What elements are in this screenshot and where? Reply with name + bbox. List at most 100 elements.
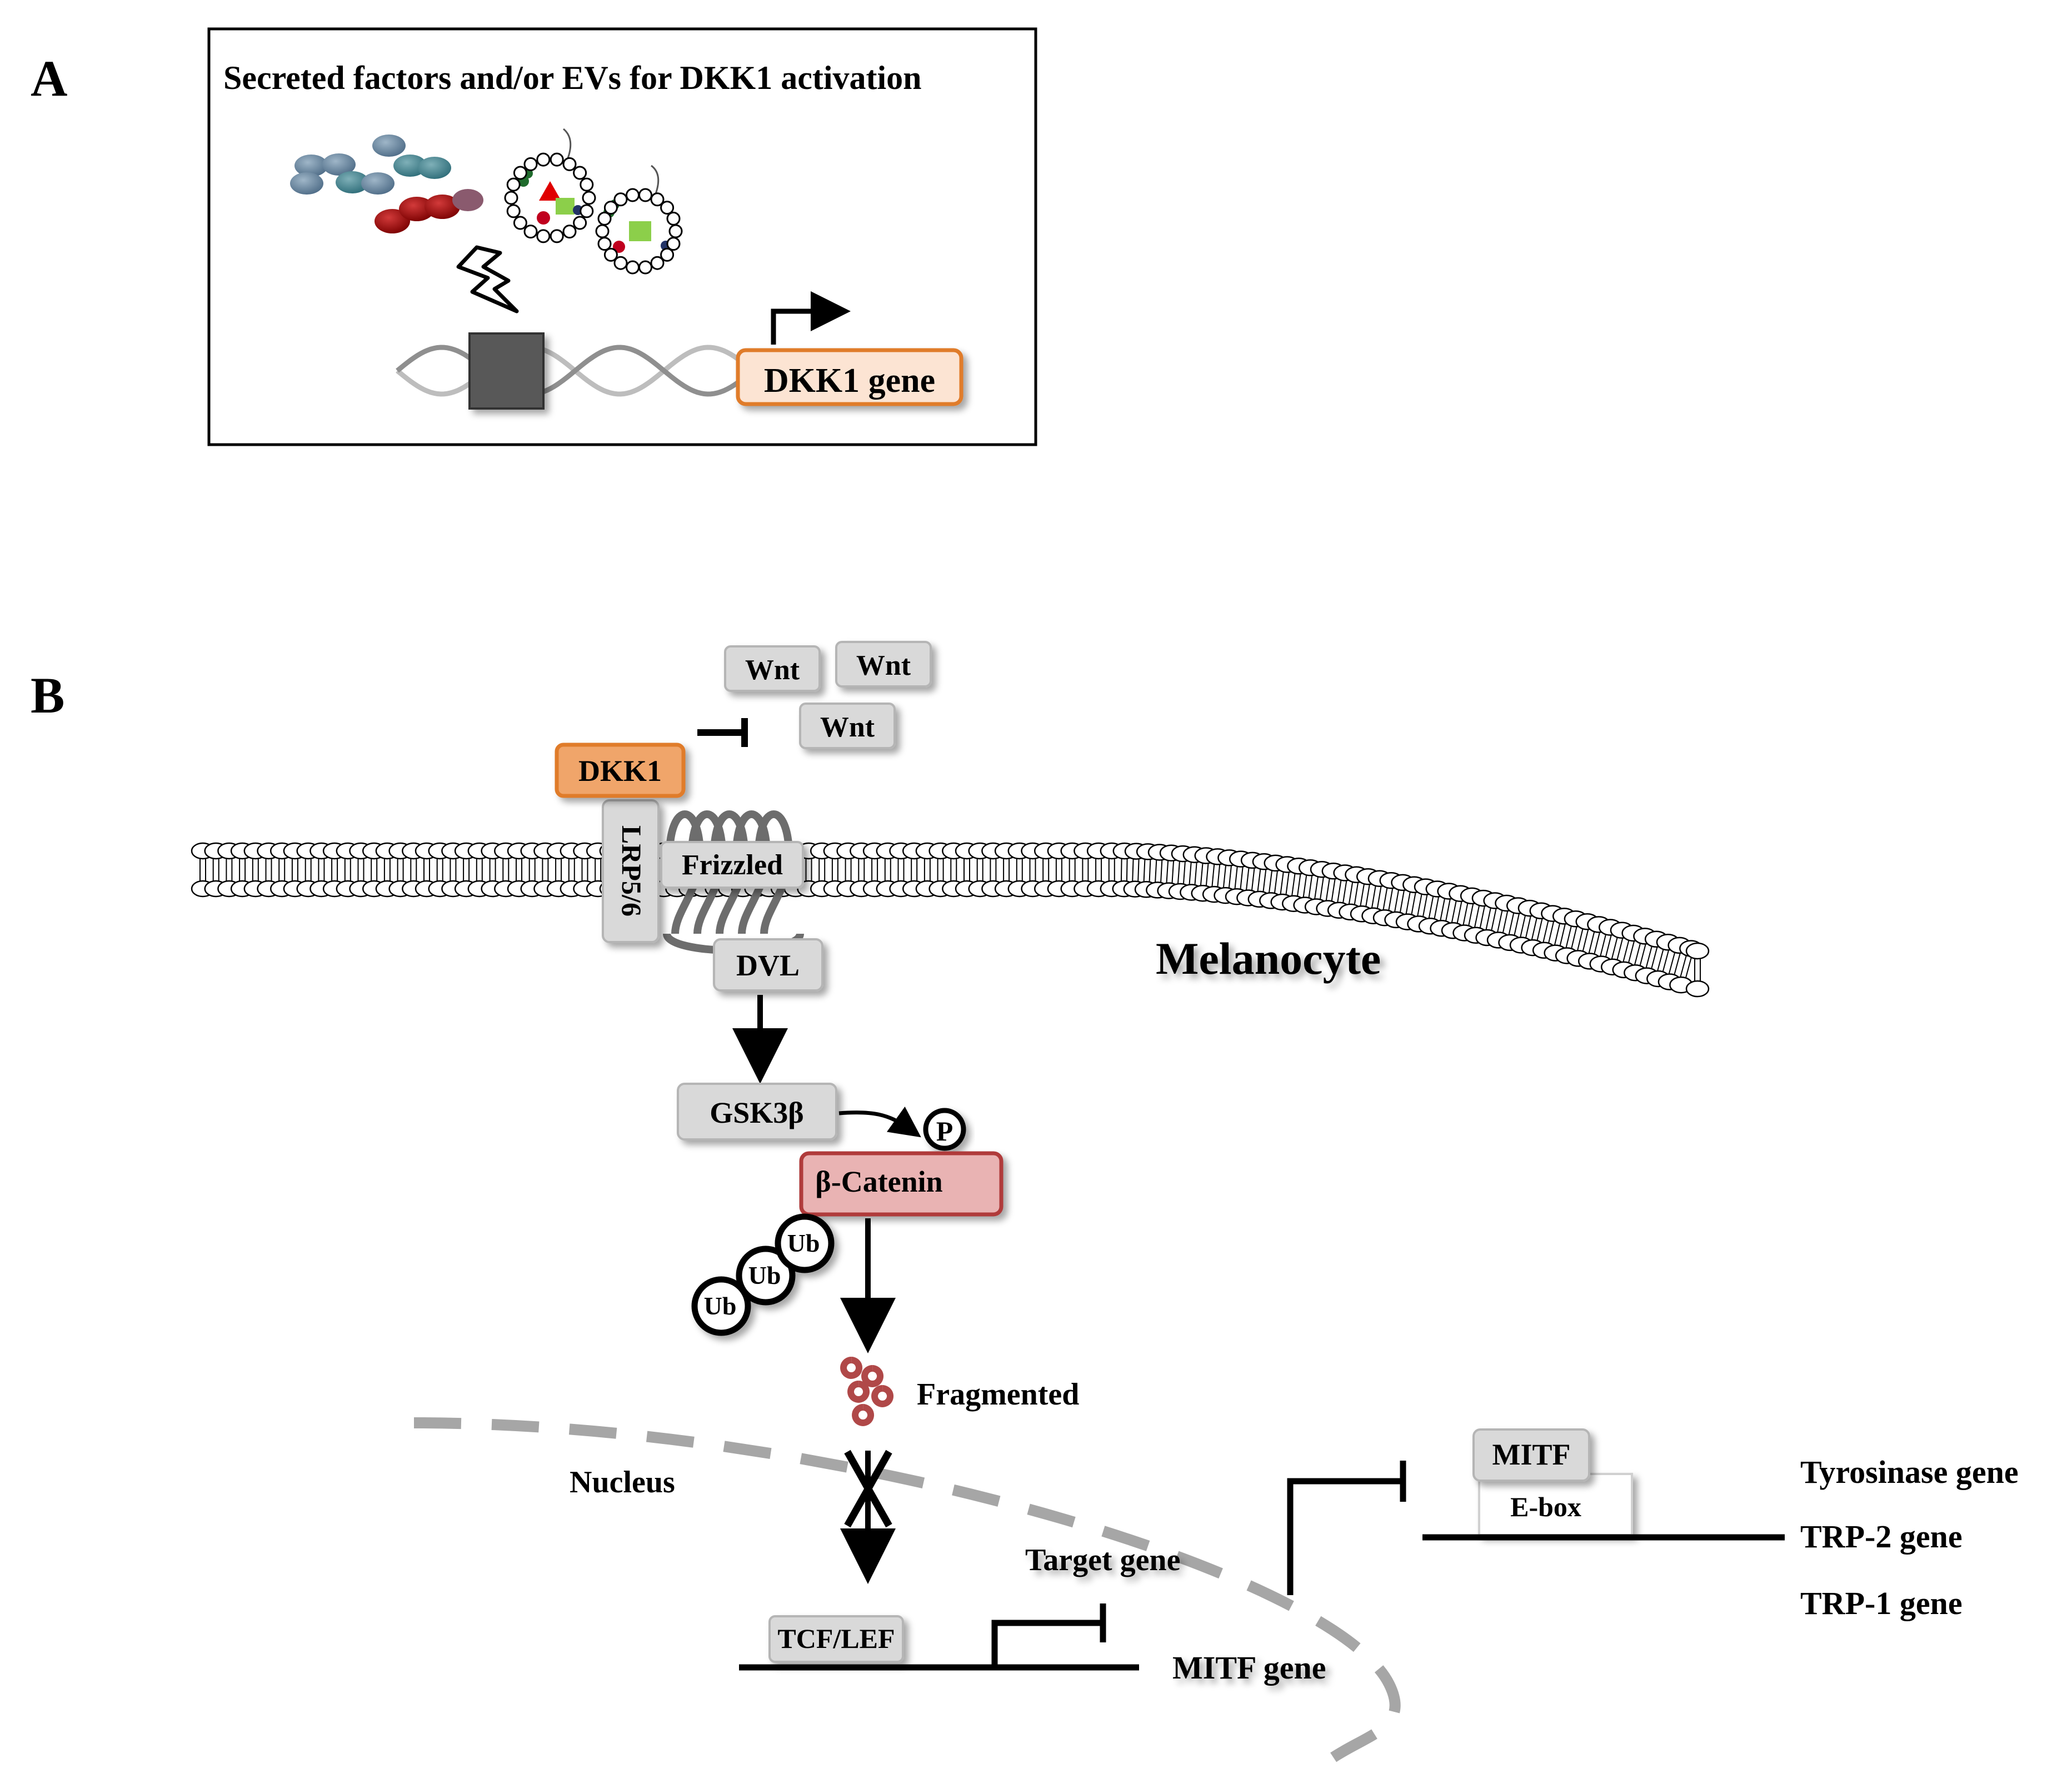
lipid-tail — [1325, 878, 1336, 901]
vesicle-lipid-bead — [573, 166, 587, 180]
lipid-tail — [1189, 862, 1197, 885]
tyrosinase-gene-label: Tyrosinase gene — [1800, 1454, 2019, 1490]
lipid-tail — [1565, 926, 1577, 949]
lipid-tail — [923, 859, 931, 881]
vesicle-lipid-bead — [506, 177, 521, 192]
lightning-bolt-icon — [456, 245, 519, 313]
vesicle-lipid-bead — [613, 192, 628, 207]
lipid-tail — [884, 859, 891, 881]
lipid-tail — [871, 859, 878, 881]
dvl-protein: DVL — [713, 938, 823, 992]
lipid-tail — [1497, 910, 1509, 933]
lipid-tail — [450, 859, 457, 881]
vesicle-lipid-bead — [638, 188, 652, 202]
vesicle-lipid-bead — [504, 191, 518, 205]
vesicle-lipid-bead — [613, 256, 628, 270]
vesicle-lipid-bead — [650, 192, 665, 207]
vesicle-lipid-bead — [562, 157, 577, 171]
svg-text:β-Catenin: β-Catenin — [815, 1165, 942, 1198]
phosphate-group: P — [923, 1108, 966, 1151]
lipid-tail — [1120, 859, 1128, 881]
dkk1-inhibits-wnt — [697, 718, 748, 747]
cell-type-label: Melanocyte — [1156, 933, 1381, 984]
lipid-tail — [1211, 864, 1221, 887]
lipid-tail — [542, 859, 549, 881]
vesicle-lipid-bead — [536, 229, 551, 243]
svg-text:TCF/LEF: TCF/LEF — [777, 1623, 895, 1654]
svg-text:DKK1: DKK1 — [578, 754, 662, 788]
lipid-tail — [1405, 892, 1416, 914]
lipid-tail — [858, 859, 865, 881]
vesicle-lipid-bead — [638, 260, 652, 275]
extracellular-vesicle-1 — [504, 128, 596, 243]
vesicle-lipid-bead — [580, 177, 594, 192]
vesicle-lipid-bead — [660, 247, 675, 262]
lipid-tail — [581, 859, 588, 881]
lipid-tail — [528, 859, 536, 881]
lipid-tail — [1177, 861, 1186, 884]
wnt-ligand-2: Wnt — [835, 641, 932, 688]
vesicle-lipid-bead — [513, 216, 527, 230]
panel-label-b: B — [31, 667, 64, 724]
lipid-tail — [212, 859, 219, 881]
lipid-tail — [1166, 860, 1175, 883]
lipid-tail — [1417, 894, 1428, 917]
vesicle-lipid-bead — [603, 201, 618, 215]
lipid-tail — [1348, 882, 1359, 905]
lipid-tail — [1520, 915, 1531, 938]
lipid-tail — [1143, 859, 1151, 882]
lipid-tail — [1269, 870, 1278, 893]
lipid-tail — [1462, 903, 1474, 925]
lipid-tail — [1668, 953, 1681, 975]
lipid-tail — [1082, 859, 1089, 881]
mitf-activation-arrow — [1287, 1461, 1406, 1595]
lipid-tail — [1588, 932, 1601, 954]
lipid-tail — [252, 859, 259, 881]
vesicle-lipid-bead — [626, 260, 640, 275]
lipid-tail — [1611, 938, 1624, 960]
svg-text:P: P — [936, 1115, 953, 1147]
promoter-block — [468, 332, 545, 410]
lipid-tail — [226, 859, 233, 881]
lipid-tail — [1656, 949, 1670, 972]
vesicle-lipid-bead — [626, 188, 640, 202]
panel-a-title: Secreted factors and/or EVs for DKK1 act… — [223, 59, 922, 96]
vesicle-lipid-bead — [536, 152, 551, 167]
lipid-tail — [845, 859, 852, 881]
lipid-tail — [1680, 955, 1692, 978]
lipid-tail — [265, 859, 272, 881]
lipid-tail — [1314, 876, 1324, 899]
lipid-tail — [304, 859, 312, 881]
lipid-tail — [1428, 897, 1440, 919]
lipid-tail — [1360, 884, 1370, 907]
dna-helix — [396, 345, 739, 397]
svg-text:Frizzled: Frizzled — [682, 849, 783, 881]
fragmented-catenin-icon — [840, 1357, 894, 1426]
lipid-tail — [239, 859, 246, 881]
vesicle-lipid-bead — [660, 201, 675, 215]
lipid-tail — [805, 859, 812, 881]
lipid-tail — [1600, 934, 1612, 957]
vesicle-lipid-bead — [597, 211, 612, 226]
lipid-tail — [937, 859, 944, 881]
lipid-tail — [1257, 869, 1267, 892]
svg-text:DVL: DVL — [736, 949, 800, 982]
lipid-tail — [357, 859, 365, 881]
lipid-tail — [423, 859, 430, 881]
mitf-gene-label: MITF gene — [1172, 1650, 1326, 1686]
vesicle-lipid-bead — [523, 225, 538, 239]
lipid-head — [1685, 980, 1710, 998]
vesicle-lipid-bead — [523, 157, 538, 171]
vesicle-lipid-bead — [666, 237, 681, 251]
gsk3b-protein: GSK3β — [677, 1083, 837, 1140]
fragmented-label: Fragmented — [917, 1377, 1079, 1412]
vesicle-lipid-bead — [597, 237, 612, 251]
lipid-tail — [1222, 865, 1232, 888]
lipid-tail — [278, 859, 286, 881]
lipid-tail — [1542, 920, 1555, 943]
lipid-tail — [1291, 874, 1301, 896]
lipid-tail — [1694, 959, 1701, 981]
vesicle-lipid-bead — [506, 204, 521, 218]
lipid-tail — [818, 859, 826, 881]
wnt-ligand-3: Wnt — [799, 703, 896, 749]
